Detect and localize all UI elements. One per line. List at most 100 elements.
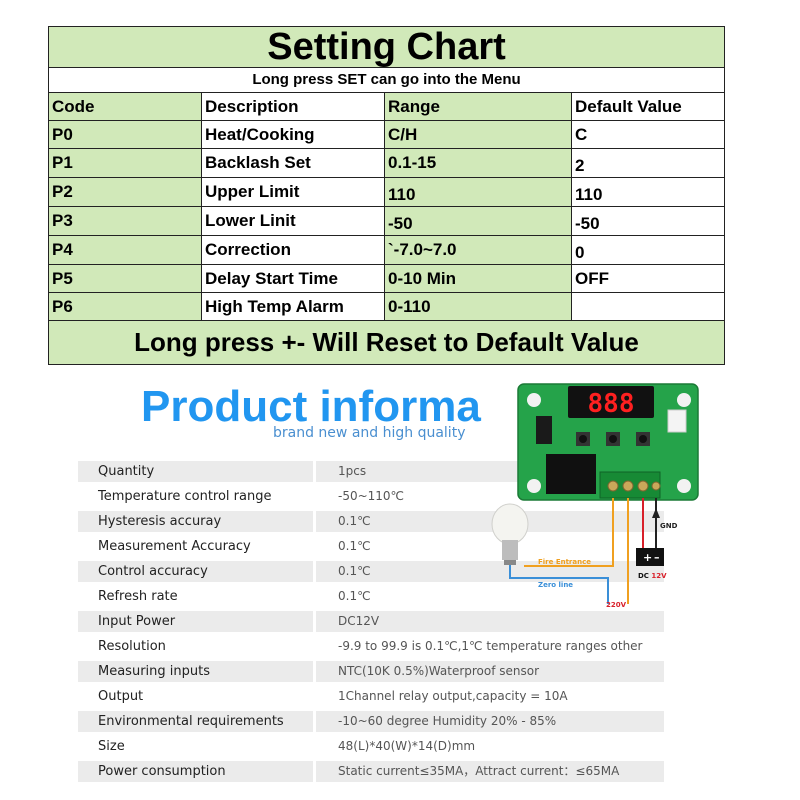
spec-value: -50~110℃ (338, 489, 405, 503)
mount-hole (677, 393, 691, 407)
cell-code: P6 (48, 292, 202, 321)
setting-chart-subtitle: Long press SET can go into the Menu (48, 67, 725, 93)
spec-value: 1Channel relay output,capacity = 10A (338, 689, 568, 703)
spec-row: Size 48(L)*40(W)*14(D)mm (78, 734, 664, 759)
wiring-diagram: 888 + – Fire Entrance Ze (491, 383, 699, 609)
spec-label: Size (98, 739, 125, 754)
spec-label: Measuring inputs (78, 661, 313, 682)
spec-value: -10~60 degree Humidity 20% - 85% (316, 711, 664, 732)
spec-row: Measurement Accuracy 0.1℃ (78, 534, 664, 559)
column-header-range: Range (384, 92, 572, 121)
table-row: P3 Lower Linit -50 -50 (48, 206, 725, 236)
spec-row: Environmental requirements -10~60 degree… (78, 709, 664, 734)
cell-description: Heat/Cooking (201, 120, 385, 149)
table-row: P6 High Temp Alarm 0-110 (48, 292, 725, 321)
chip (536, 416, 552, 444)
gnd-label: GND (660, 522, 678, 530)
setting-chart-table: Setting Chart Long press SET can go into… (48, 26, 725, 365)
zero-line-label: Zero line (538, 581, 573, 589)
cell-default: OFF (571, 264, 725, 293)
cell-code: P4 (48, 235, 202, 265)
column-header-code: Code (48, 92, 202, 121)
thermostat-board: 888 (517, 383, 699, 501)
battery-plus: + (643, 551, 652, 564)
table-row: P5 Delay Start Time 0-10 Min OFF (48, 264, 725, 293)
cell-default: C (571, 120, 725, 149)
cell-range: `-7.0~7.0 (384, 235, 572, 265)
cell-default: 0 (571, 235, 725, 265)
cell-range: 0.1-15 (384, 148, 572, 178)
spec-label: Power consumption (78, 761, 313, 782)
spec-row: Hysteresis accuray 0.1℃ (78, 509, 664, 534)
spec-row: Refresh rate 0.1℃ (78, 584, 664, 609)
column-header-default: Default Value (571, 92, 725, 121)
spec-label: Resolution (98, 639, 166, 654)
spec-value: 0.1℃ (338, 539, 371, 553)
spec-row: Input Power DC12V (78, 609, 664, 634)
spec-value: 0.1℃ (338, 589, 371, 603)
table-row: P2 Upper Limit 110 110 (48, 177, 725, 207)
spec-row: Temperature control range -50~110℃ (78, 484, 664, 509)
cell-code: P2 (48, 177, 202, 207)
spec-row: Resolution -9.9 to 99.9 is 0.1℃,1℃ tempe… (78, 634, 664, 659)
spec-label: Output (98, 689, 144, 704)
table-row: P4 Correction `-7.0~7.0 0 (48, 235, 725, 265)
setting-chart-footer: Long press +- Will Reset to Default Valu… (48, 320, 725, 365)
cell-range: 0-10 Min (384, 264, 572, 293)
battery-icon: + – (636, 548, 664, 566)
cell-default (571, 292, 725, 321)
spec-value: DC12V (316, 611, 664, 632)
cell-range: 0-110 (384, 292, 572, 321)
spec-value: NTC(10K 0.5%)Waterproof sensor (316, 661, 664, 682)
cell-description: Upper Limit (201, 177, 385, 207)
fire-entrance-label: Fire Entrance (538, 558, 591, 566)
spec-value: Static current≤35MA，Attract current：≤65M… (316, 761, 664, 782)
sensor-connector (667, 409, 687, 433)
spec-value: 0.1℃ (316, 511, 664, 532)
cell-range: -50 (384, 206, 572, 236)
mount-hole (677, 479, 691, 493)
setting-chart-header-row: Code Description Range Default Value (48, 92, 725, 121)
fire-wire (524, 498, 614, 567)
cell-default: 2 (571, 148, 725, 178)
cell-description: Delay Start Time (201, 264, 385, 293)
battery-minus: – (654, 551, 660, 564)
setting-chart-title: Setting Chart (48, 26, 725, 68)
cell-default: 110 (571, 177, 725, 207)
spec-label: Temperature control range (98, 489, 272, 504)
table-row: P1 Backlash Set 0.1-15 2 (48, 148, 725, 178)
product-info-heading: Product informa (141, 382, 481, 431)
cell-range: 110 (384, 177, 572, 207)
led-display (568, 386, 654, 418)
spec-label: Hysteresis accuray (78, 511, 313, 532)
bulb-icon (491, 503, 529, 565)
mount-hole (527, 479, 541, 493)
spec-label: Input Power (78, 611, 313, 632)
cell-description: Correction (201, 235, 385, 265)
mount-hole (527, 393, 541, 407)
ac-voltage-label: 220V (606, 601, 627, 609)
cell-code: P3 (48, 206, 202, 236)
spec-list: Quantity 1pcs Temperature control range … (78, 459, 664, 784)
spec-row: Power consumption Static current≤35MA，At… (78, 759, 664, 784)
dc-label: DC 12V (638, 572, 667, 580)
spec-value: 48(L)*40(W)*14(D)mm (338, 739, 476, 753)
spec-label: Refresh rate (98, 589, 178, 604)
product-info-subheading: brand new and high quality (273, 425, 466, 441)
cell-code: P1 (48, 148, 202, 178)
led-display-digits: 888 (588, 389, 635, 419)
spec-label: Quantity (78, 461, 313, 482)
spec-label: Measurement Accuracy (98, 539, 251, 554)
cell-description: High Temp Alarm (201, 292, 385, 321)
spec-label: Control accuracy (78, 561, 313, 582)
spec-row: Measuring inputs NTC(10K 0.5%)Waterproof… (78, 659, 664, 684)
cell-code: P5 (48, 264, 202, 293)
cell-code: P0 (48, 120, 202, 149)
relay (546, 454, 596, 494)
table-row: P0 Heat/Cooking C/H C (48, 120, 725, 149)
spec-row: Output 1Channel relay output,capacity = … (78, 684, 664, 709)
cell-description: Lower Linit (201, 206, 385, 236)
spec-label: Environmental requirements (78, 711, 313, 732)
cell-range: C/H (384, 120, 572, 149)
cell-default: -50 (571, 206, 725, 236)
